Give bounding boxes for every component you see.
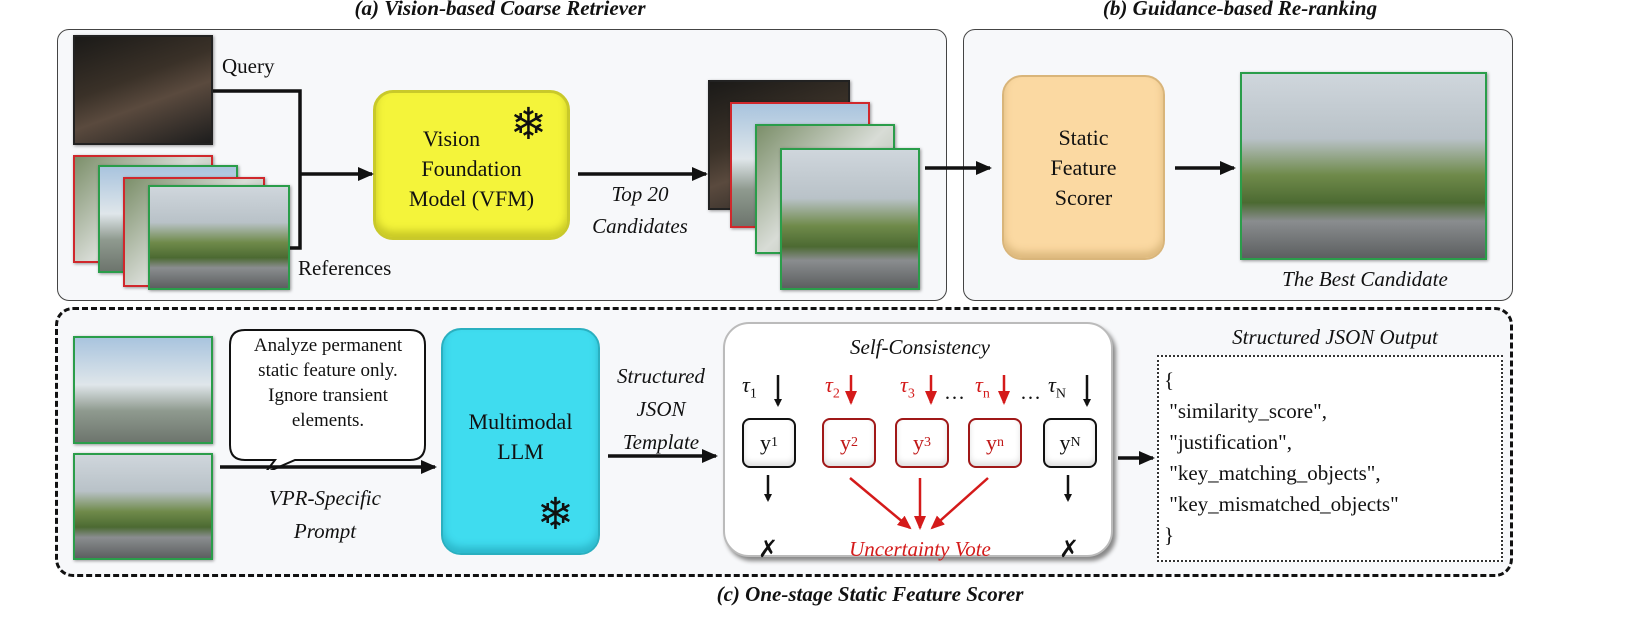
json-line: {: [1164, 368, 1175, 392]
json-output-box: { "similarity_score", "justification", "…: [1157, 355, 1503, 562]
reference-image: [148, 185, 290, 290]
panel-a-title: (a) Vision-based Coarse Retriever: [354, 0, 646, 20]
snowflake-icon: ❄: [510, 100, 547, 149]
query-image: [73, 35, 213, 145]
json-line: "justification",: [1164, 430, 1292, 454]
temperature-label: τ2: [825, 372, 840, 402]
json-line: }: [1164, 523, 1175, 547]
vfm-label: Model (VFM): [408, 186, 535, 211]
json-line: "similarity_score",: [1164, 399, 1327, 423]
temperature-label: τ1: [742, 372, 757, 402]
ellipsis: …: [944, 380, 965, 404]
candidate-image: [780, 148, 920, 290]
temperature-label: τ3: [900, 372, 915, 402]
query-label: Query: [222, 54, 275, 78]
self-consistency-title: Self-Consistency: [850, 335, 990, 359]
best-candidate-image: [1240, 72, 1487, 260]
vfm-label: Vision: [422, 126, 481, 151]
reject-icon: ✗: [758, 535, 779, 563]
best-candidate-label: The Best Candidate: [1282, 267, 1448, 291]
temperature-label: τn: [975, 372, 990, 402]
example-image: [73, 453, 213, 560]
vfm-box: Vision Foundation Model (VFM): [373, 90, 570, 240]
temperature-label: τN: [1048, 372, 1066, 402]
json-line: "key_matching_objects",: [1164, 461, 1381, 485]
uncertainty-vote-label: Uncertainty Vote: [849, 537, 991, 561]
snowflake-icon: ❄: [537, 490, 574, 539]
reject-icon: ✗: [1059, 535, 1080, 563]
panel-b-title: (b) Guidance-based Re-ranking: [1102, 0, 1378, 20]
example-image: [73, 336, 213, 444]
json-output-title: Structured JSON Output: [1232, 325, 1438, 349]
references-label: References: [298, 256, 392, 280]
ellipsis: …: [1020, 380, 1041, 404]
panel-c-title: (c) One-stage Static Feature Scorer: [716, 582, 1024, 606]
vfm-label: Foundation: [421, 156, 522, 181]
json-line: "key_mismatched_objects": [1164, 492, 1399, 516]
